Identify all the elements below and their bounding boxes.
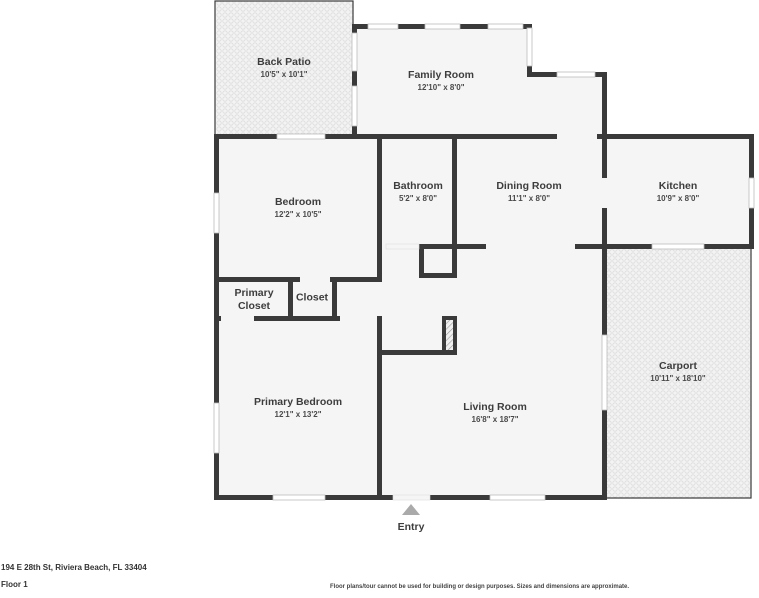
room-name: Kitchen — [658, 180, 698, 192]
windows — [213, 23, 755, 501]
room-name-line1: Primary — [234, 287, 274, 299]
interior-floor — [215, 27, 752, 498]
room-carport: Carport 10'11" x 18'10" — [650, 360, 705, 384]
room-name: Back Patio — [257, 56, 311, 68]
floor-label: Floor 1 — [1, 580, 28, 589]
room-name: Bedroom — [274, 196, 322, 208]
carport-area — [604, 246, 752, 499]
room-dimensions: 12'1" x 13'2" — [274, 410, 322, 419]
room-name: Living Room — [463, 401, 527, 413]
room-dimensions: 5'2" x 8'0" — [398, 194, 438, 203]
room-closet: Closet — [296, 292, 328, 305]
room-living-room: Living Room 16'8" x 18'7" — [463, 401, 527, 425]
room-kitchen: Kitchen 10'9" x 8'0" — [657, 180, 700, 204]
back-patio-area — [214, 0, 354, 137]
room-dimensions: 16'8" x 18'7" — [471, 415, 519, 424]
room-primary-bedroom: Primary Bedroom 12'1" x 13'2" — [254, 396, 342, 420]
disclaimer-text: Floor plans/tour cannot be used for buil… — [330, 584, 630, 590]
room-dimensions: 11'1" x 8'0" — [507, 194, 551, 203]
room-primary-closet: Primary Closet — [234, 287, 273, 313]
room-bedroom: Bedroom 12'2" x 10'5" — [275, 196, 322, 220]
hatched-column — [446, 320, 453, 350]
entry-arrow-icon — [402, 504, 420, 515]
room-name: Family Room — [408, 69, 474, 81]
room-name-line2: Closet — [237, 300, 271, 312]
door-openings — [221, 243, 431, 501]
room-dimensions: 12'10" x 8'0" — [417, 83, 465, 92]
room-family-room: Family Room 12'10" x 8'0" — [408, 69, 474, 93]
room-back-patio: Back Patio 10'5" x 10'1" — [257, 56, 311, 80]
room-name: Primary Bedroom — [253, 396, 343, 408]
room-dimensions: 10'5" x 10'1" — [260, 70, 308, 79]
room-dining-room: Dining Room 11'1" x 8'0" — [496, 180, 561, 204]
entry-label: Entry — [397, 521, 425, 533]
room-name: Bathroom — [393, 180, 443, 192]
property-address: 194 E 28th St, Riviera Beach, FL 33404 — [1, 563, 147, 572]
room-bathroom: Bathroom 5'2" x 8'0" — [393, 180, 443, 204]
room-name: Carport — [659, 360, 697, 372]
room-dimensions: 12'2" x 10'5" — [274, 210, 322, 219]
room-dimensions: 10'9" x 8'0" — [656, 194, 700, 203]
room-dimensions: 10'11" x 18'10" — [650, 374, 706, 383]
room-name: Dining Room — [496, 180, 562, 192]
room-name: Closet — [295, 291, 329, 304]
